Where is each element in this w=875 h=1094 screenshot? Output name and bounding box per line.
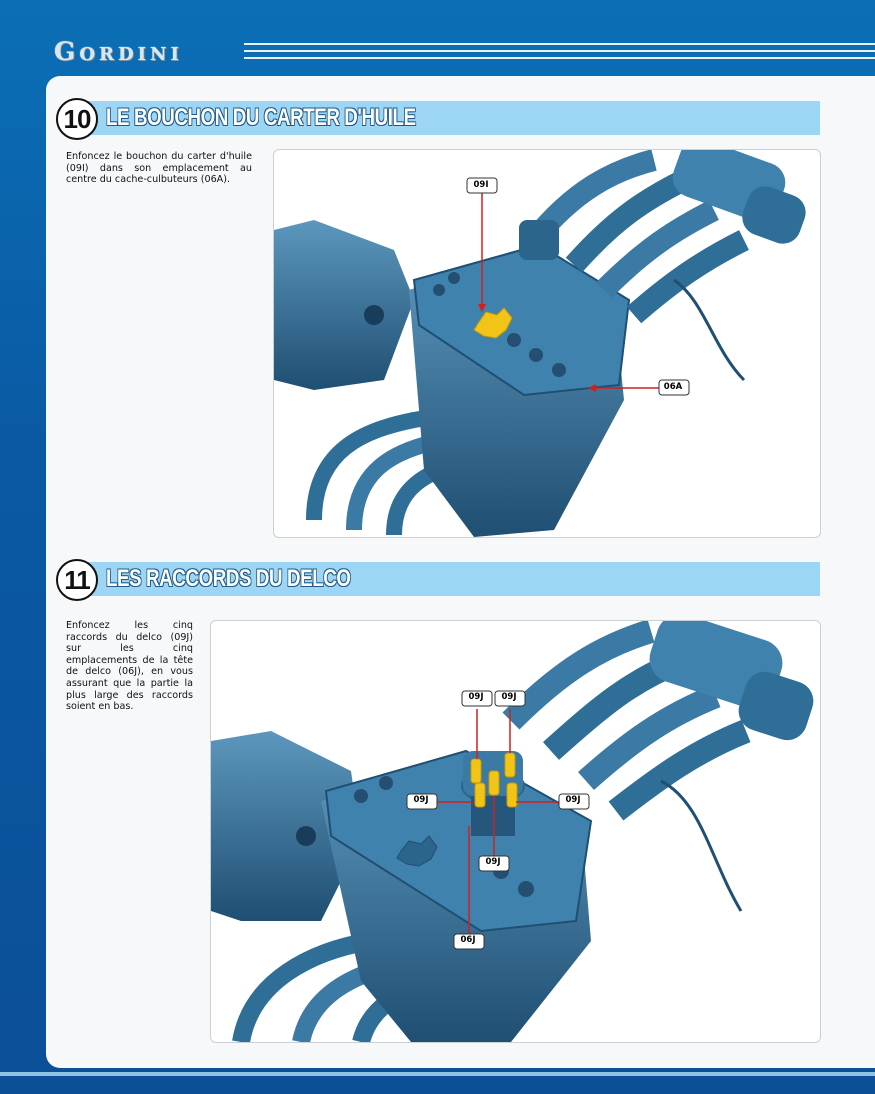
engine-illustration (274, 150, 806, 537)
callout-label-09J: 09J (501, 692, 517, 702)
callout-label-06A: 06A (663, 382, 683, 392)
section-title-bar (78, 101, 820, 135)
footer-stripe (0, 1072, 875, 1076)
step-number: 11 (56, 559, 98, 601)
distributor (519, 220, 559, 260)
callout-label-09J: 09J (468, 692, 484, 702)
callout-label-09J: 09J (413, 795, 429, 805)
callout-badge (466, 177, 498, 194)
gearbox (274, 220, 414, 390)
section-title: LE BOUCHON DU CARTER D'HUILE (106, 104, 416, 131)
section-title: LES RACCORDS DU DELCO (106, 565, 351, 592)
callout-label-09J: 09J (485, 857, 501, 867)
distributor-connectors (470, 752, 518, 808)
brand-logo: Gordini (54, 37, 183, 66)
step-number: 10 (56, 98, 98, 140)
section-header-10: 10 LE BOUCHON DU CARTER D'HUILE (56, 98, 820, 140)
step-illustration-10 (273, 149, 821, 538)
section-title-bar (78, 562, 820, 596)
callout-badge (658, 379, 690, 396)
callout-label-09I: 09I (473, 180, 489, 190)
callout-label-06J: 06J (460, 935, 476, 945)
callout-label-09J: 09J (565, 795, 581, 805)
section-header-11: 11 LES RACCORDS DU DELCO (56, 559, 820, 601)
step-instructions: Enfoncez les cinq raccords du delco (09J… (66, 620, 193, 713)
header-rule (244, 43, 875, 61)
step-instructions: Enfoncez le bouchon du carter d'huile (0… (66, 151, 252, 186)
engine-illustration (211, 621, 814, 1042)
gearbox (211, 731, 361, 921)
exhaust-pipe (306, 402, 476, 521)
step-illustration-11 (210, 620, 821, 1043)
callout-badges (406, 690, 590, 950)
callout-lines (437, 709, 559, 934)
oil-cap-part (473, 307, 513, 339)
